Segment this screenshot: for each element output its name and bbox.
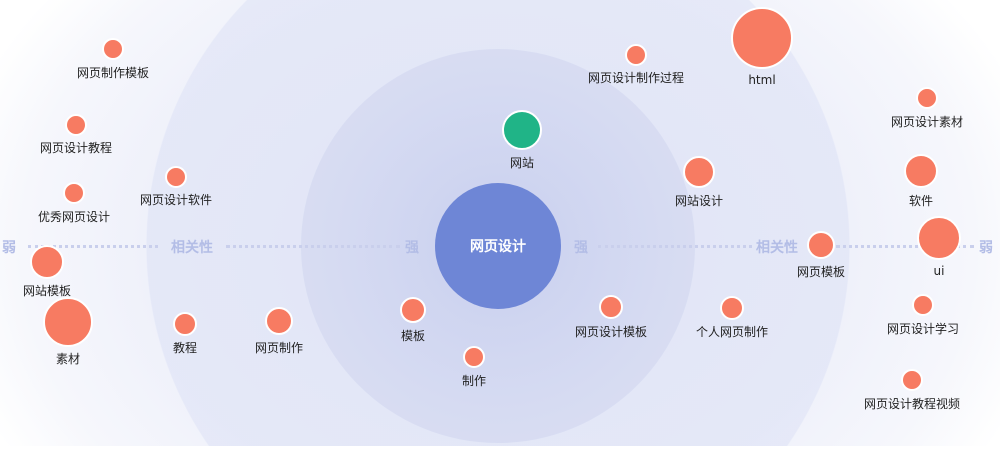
keyword-bubble[interactable]	[165, 166, 187, 188]
keyword-label: 个人网页制作	[695, 325, 769, 339]
keyword-label: 软件	[908, 194, 934, 208]
keyword-label: 网页设计软件	[139, 193, 213, 207]
keyword-label: 素材	[55, 352, 81, 366]
axis-dotted-line	[226, 245, 400, 248]
axis-label-weak-right: 弱	[979, 240, 993, 256]
axis-label-weak-left: 弱	[2, 240, 16, 256]
keyword-bubble[interactable]	[30, 245, 64, 279]
axis-label-strong-left: 强	[405, 240, 419, 256]
keyword-bubble[interactable]	[63, 182, 85, 204]
axis-dotted-line	[598, 245, 752, 248]
keyword-label: 网站	[509, 156, 535, 170]
keyword-bubble[interactable]	[265, 307, 293, 335]
keyword-bubble[interactable]	[173, 312, 197, 336]
keyword-label: 网页设计学习	[886, 322, 960, 336]
keyword-bubble[interactable]	[400, 297, 426, 323]
keyword-bubble[interactable]	[807, 231, 835, 259]
keyword-bubble[interactable]	[901, 369, 923, 391]
keyword-label: html	[748, 73, 776, 87]
keyword-bubble[interactable]	[720, 296, 744, 320]
keyword-label: 网页设计模板	[574, 325, 648, 339]
axis-label-strong-right: 强	[574, 240, 588, 256]
keyword-bubble[interactable]	[43, 297, 93, 347]
keyword-label: 网站模板	[22, 284, 72, 298]
keyword-bubble[interactable]	[916, 87, 938, 109]
center-keyword-label: 网页设计	[470, 239, 526, 255]
keyword-bubble[interactable]	[502, 110, 542, 150]
axis-dotted-line	[836, 245, 974, 248]
axis-label-relevance-right: 相关性	[756, 240, 798, 256]
keyword-relevance-diagram: 弱 相关性 强 强 相关性 弱 网页设计 网页制作模板网页设计教程优秀网页设计网…	[0, 0, 1000, 446]
keyword-label: 优秀网页设计	[37, 210, 111, 224]
keyword-label: 网站设计	[674, 194, 724, 208]
keyword-label: 网页模板	[796, 265, 846, 279]
keyword-bubble[interactable]	[912, 294, 934, 316]
keyword-bubble[interactable]	[102, 38, 124, 60]
keyword-bubble[interactable]	[904, 154, 938, 188]
keyword-label: 网页设计制作过程	[587, 71, 685, 85]
keyword-label: 制作	[461, 374, 487, 388]
keyword-label: 网页制作模板	[76, 66, 150, 80]
axis-dotted-line	[28, 245, 158, 248]
keyword-label: 网页制作	[254, 341, 304, 355]
center-keyword-bubble[interactable]: 网页设计	[435, 183, 561, 309]
axis-label-relevance-left: 相关性	[171, 240, 213, 256]
keyword-bubble[interactable]	[463, 346, 485, 368]
keyword-label: 网页设计教程	[39, 141, 113, 155]
keyword-bubble[interactable]	[65, 114, 87, 136]
keyword-bubble[interactable]	[731, 7, 793, 69]
keyword-bubble[interactable]	[917, 216, 961, 260]
keyword-bubble[interactable]	[599, 295, 623, 319]
keyword-label: 网页设计素材	[890, 115, 964, 129]
keyword-label: 网页设计教程视频	[863, 397, 961, 411]
keyword-label: ui	[933, 264, 945, 278]
keyword-label: 教程	[172, 341, 198, 355]
keyword-label: 模板	[400, 329, 426, 343]
keyword-bubble[interactable]	[625, 44, 647, 66]
keyword-bubble[interactable]	[683, 156, 715, 188]
